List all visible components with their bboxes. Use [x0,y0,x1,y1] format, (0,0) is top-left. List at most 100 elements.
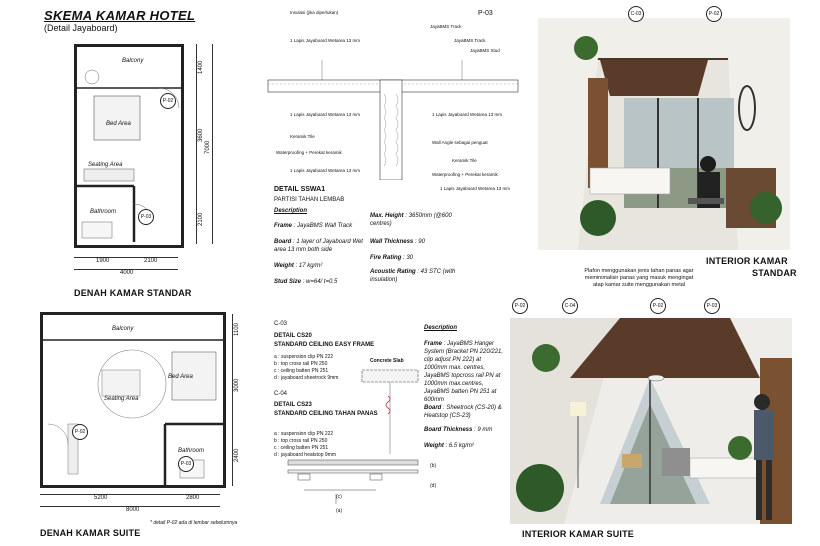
section-tag[interactable]: C-03 [628,6,644,22]
detail-title: DETAIL SSWA1 [274,186,326,193]
dim-line [196,44,197,244]
dimension: 2100 [144,258,158,264]
wall-label: 1 Lapis Jayaboard Wetarea 13 mm [290,112,360,117]
suite-floor-plan: Balcony Bed Area Seating Area Bathroom P… [40,312,230,488]
interior-suite-caption: INTERIOR KAMAR SUITE [522,529,634,539]
spec-item: c : ceiling batten PN 251 [274,368,329,374]
section-tag[interactable]: P-02 [650,298,666,314]
spec-item: Board Thickness : 9 mm [424,427,493,433]
room-label: Balcony [122,58,144,64]
description-heading: Description [274,208,308,214]
spec-item: Stud Size : w=64/ t=0.5 [274,279,338,285]
page-subtitle: (Detail Jayaboard) [44,23,118,33]
interior-standard-render [538,18,790,250]
dim-line [74,257,178,258]
spec-item: Board : Sheetrock (CS-20) & Heatstop (CS… [424,405,502,419]
section-tag[interactable]: C-04 [562,298,578,314]
interior-standard-caption: INTERIOR KAMAR [706,256,788,266]
wall-section-drawing [267,60,519,180]
wall-label: JayaBMS Track [454,38,486,43]
dimension: 4000 [120,270,134,276]
spec-item: Weight : 17 kg/m² [274,263,323,269]
dimension: 1400 [198,60,204,74]
section-tag[interactable]: P-03 [138,209,154,225]
room-label: Balcony [112,326,134,332]
spec-item: Max. Height : 3650mm (@600 centres) [370,213,452,227]
standard-floor-plan: Balcony Bed Area Seating Area Bathroom P… [74,44,184,248]
section-tag: C-04 [274,391,288,397]
room-label: Bathroom [90,209,117,215]
wall-label: 1 Lapis Jayaboard Wetarea 13 mm [432,112,502,117]
spec-item: b : top cross rail PN 250 [274,438,328,444]
standard-plan-drawing [77,69,181,242]
detail-subtitle: PARTISI TAHAN LEMBAB [274,197,345,203]
wall-label: 1 Lapis Jayaboard Wetarea 13 mm [290,168,360,173]
room-label: Bed Area [106,121,131,127]
wall-label: Keramik Tile [290,134,315,139]
dimension: 2400 [234,448,240,462]
room-label: Bathroom [178,448,205,454]
spec-item: Wall Thickness : 90 [370,239,425,245]
callout-mark: (c) [336,494,342,500]
wall-label: 1 Lapis Jayaboard Wetarea 13 mm [440,186,510,191]
dimension: 7000 [205,140,211,154]
dimension: 2100 [198,212,204,226]
spec-item: a : suspension clip PN 222 [274,354,334,360]
callout-mark: (b) [430,463,437,469]
dimension: 1900 [96,258,110,264]
wall-label: Keramik Tile [452,158,477,163]
wall-label: Insulasi (jika diperlukan) [290,10,339,15]
ceiling-note: Plafon menggunakan jenis tahan panas aga… [584,268,694,288]
interior-standard-caption-line2: STANDAR [752,268,797,278]
dim-line [40,506,220,507]
spec-item: a : suspension clip PN 222 [274,431,334,437]
spec-item: Fire Rating : 30 [370,255,414,261]
wall-label: JayaBMS Stud [470,48,500,53]
spec-item: d : jayaboard sheetrock 9mm [274,375,339,381]
spec-item: b : top cross rail PN 250 [274,361,328,367]
section-tag: P-03 [478,10,493,17]
spec-item: Frame : JayaBMS Hanger System (Bracket P… [424,341,504,403]
interior-standard-illustration [538,18,790,250]
wall-label: JayaBMS Track [430,24,462,29]
detail-subtitle: STANDARD CEILING EASY FRAME [274,342,375,348]
spec-item: Frame : JayaBMS Wall Track [274,223,353,229]
dimension: 8000 [126,507,140,513]
room-label: Seating Area [88,162,123,168]
wall-label: Waterproofing + Perekat keramik [432,172,498,177]
dim-line [74,269,178,270]
callout-mark: (a) [336,508,343,514]
dimension: 5200 [94,495,108,501]
ceiling-section-drawing [287,369,419,504]
spec-item: Weight : 6.5 kg/m² [424,443,474,449]
page-title: SKEMA KAMAR HOTEL [44,8,196,23]
detail-title: DETAIL CS20 [274,333,312,339]
dimension: 1100 [234,323,240,336]
section-tag[interactable]: P-02 [72,424,88,440]
section-tag[interactable]: P-02 [706,6,722,22]
section-tag: C-03 [274,321,288,327]
section-tag[interactable]: P-03 [704,298,720,314]
spec-item: Acoustic Rating : 43 STC (with insulatio… [370,269,456,283]
slab-label: Concrete Slab [370,358,404,364]
wall-label: 1 Lapis Jayaboard Wetarea 13 mm [290,38,360,43]
dimension: 2800 [186,495,200,501]
dimension: 3000 [234,378,240,392]
suite-plan-drawing [43,339,223,485]
section-tag[interactable]: P-02 [160,93,176,109]
dimension: 3600 [198,128,204,142]
standard-plan-caption: DENAH KAMAR STANDAR [74,288,192,298]
interior-suite-illustration [510,318,792,524]
room-label: Seating Area [104,396,139,402]
section-tag[interactable]: P-02 [512,298,528,314]
footnote: * detail P-02 ada di lembar sebelumnya [150,520,238,526]
interior-suite-render [510,318,792,524]
dim-line [232,314,233,486]
section-tag[interactable]: P-03 [178,456,194,472]
dim-line [40,494,220,495]
dim-line [212,44,213,244]
detail-title: DETAIL CS23 [274,402,312,408]
wall-label: Wall Angle sebagai penguat [432,140,488,145]
description-heading: Description [424,325,458,331]
spec-item: c : ceiling batten PN 251 [274,445,329,451]
